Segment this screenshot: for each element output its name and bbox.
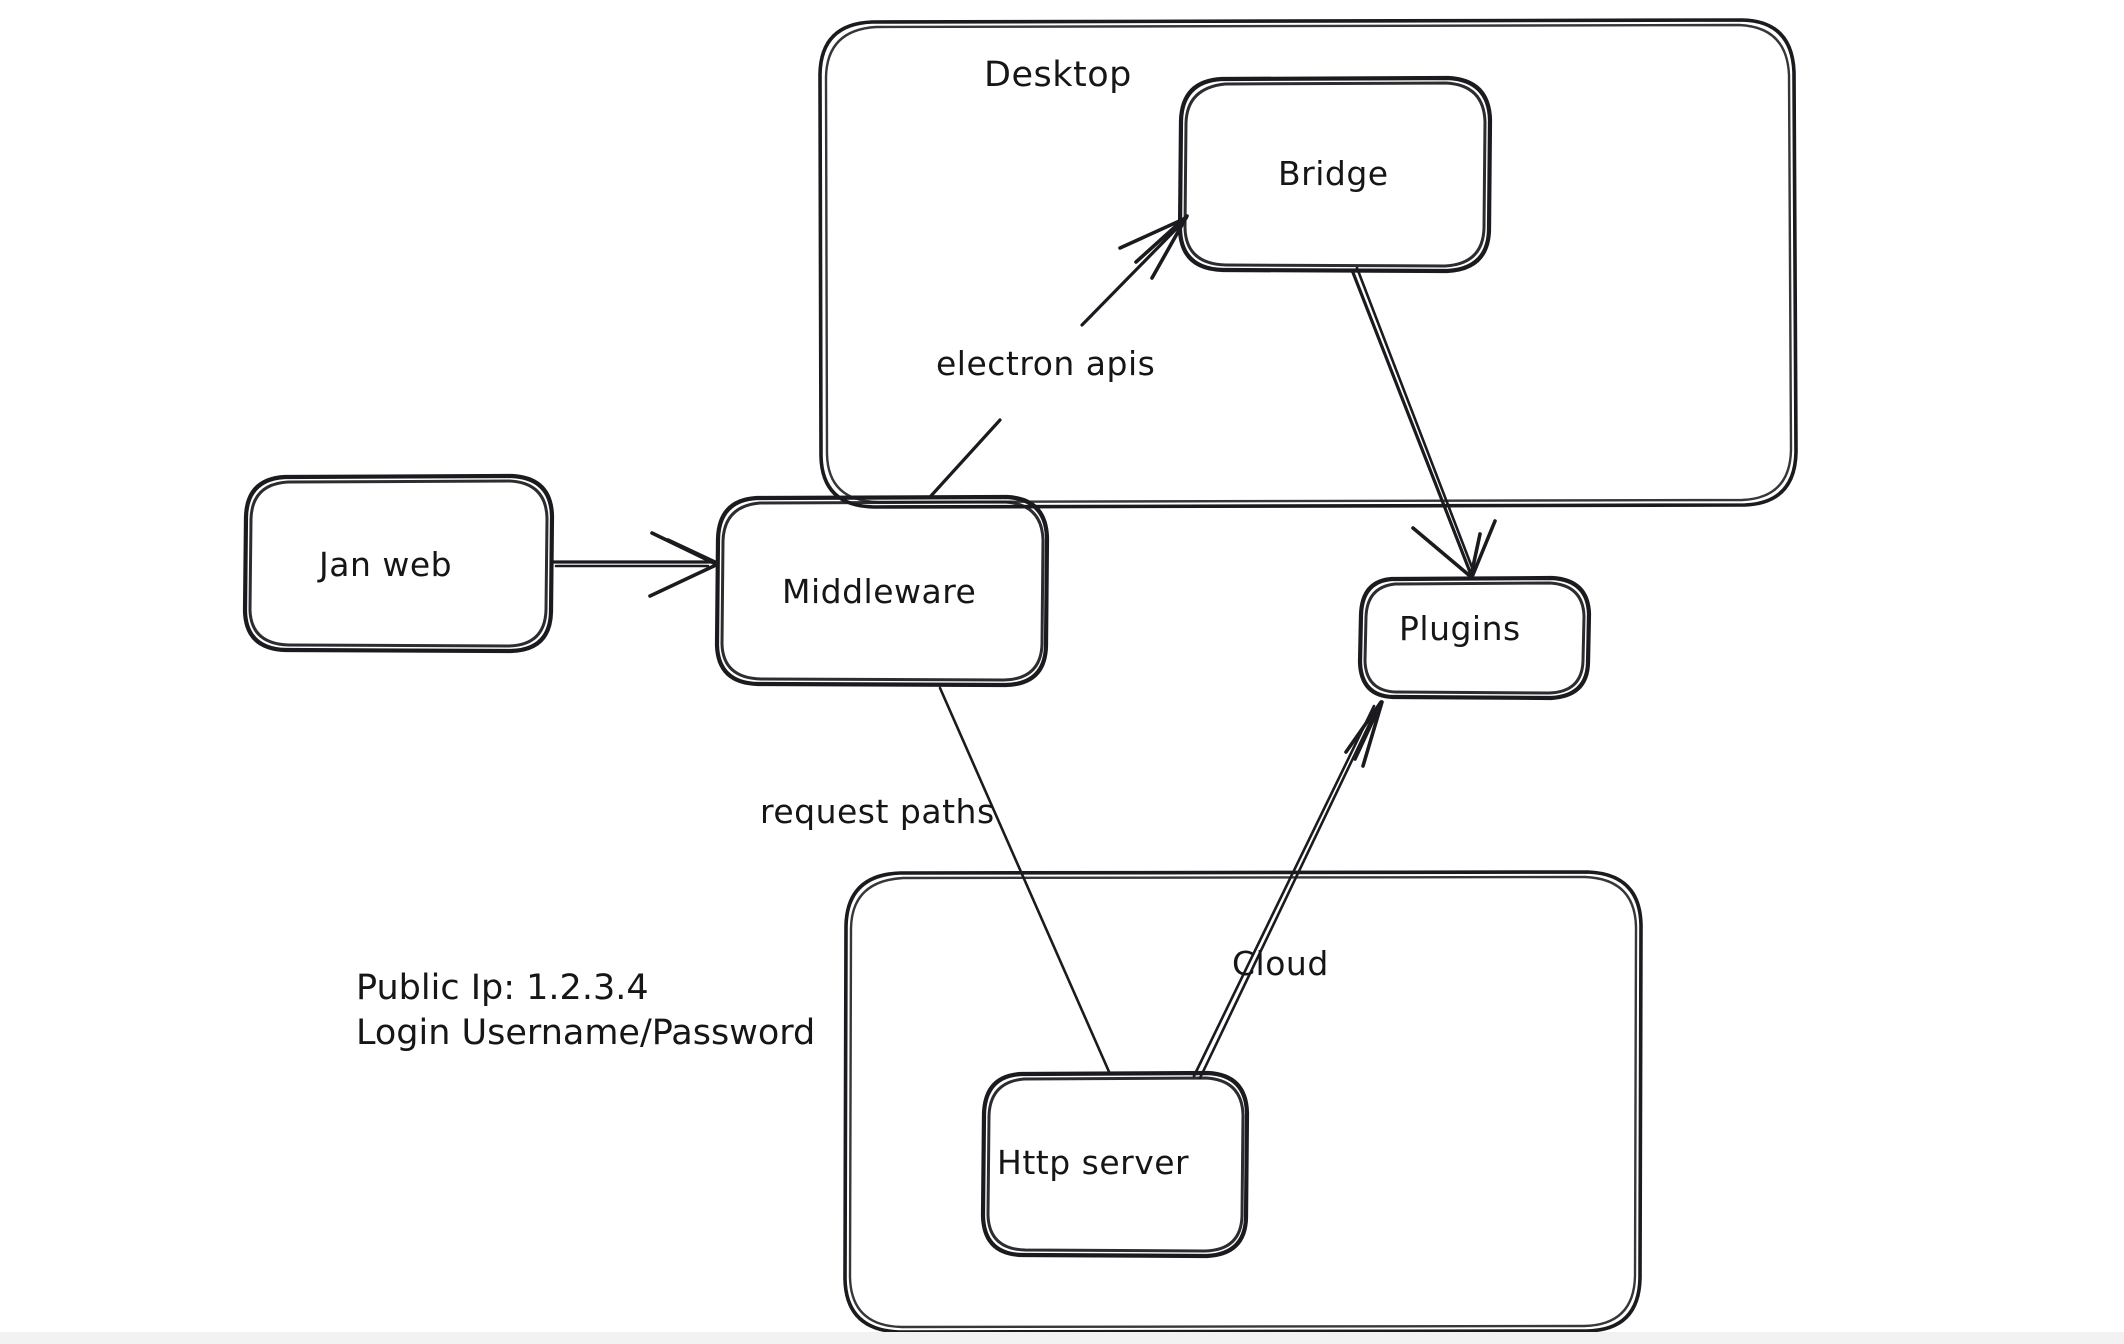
bottom-edge-strip [0, 1332, 2124, 1344]
node-label-jan-web: Jan web [319, 545, 453, 584]
node-label-bridge: Bridge [1278, 154, 1389, 193]
node-http-server[interactable] [980, 1070, 1250, 1259]
container-desktop[interactable] [818, 18, 1798, 509]
edge-http-server-to-plugins [1192, 700, 1384, 1080]
edge-label-request-paths: request paths [760, 792, 995, 831]
connection-note: Public Ip: 1.2.3.4 Login Username/Passwo… [356, 966, 815, 1056]
connection-note-line-public-ip: Public Ip: 1.2.3.4 [356, 968, 649, 1008]
node-label-http-server: Http server [997, 1143, 1190, 1182]
node-middleware[interactable] [714, 494, 1050, 688]
node-plugins[interactable] [1357, 575, 1592, 701]
node-bridge[interactable] [1177, 75, 1493, 274]
edge-jan-web-to-middleware [552, 531, 719, 598]
edge-middleware-to-http-server [938, 686, 1112, 1076]
node-label-plugins: Plugins [1399, 609, 1521, 648]
node-label-middleware: Middleware [782, 572, 977, 611]
edge-label-cloud: Cloud [1232, 944, 1329, 983]
edge-bridge-to-plugins [1350, 266, 1497, 579]
container-cloud[interactable] [843, 870, 1643, 1334]
connection-note-line-login: Login Username/Password [356, 1012, 816, 1053]
node-jan-web[interactable] [242, 473, 555, 654]
edge-label-electron-apis: electron apis [936, 344, 1156, 383]
container-label-desktop: Desktop [984, 55, 1132, 95]
